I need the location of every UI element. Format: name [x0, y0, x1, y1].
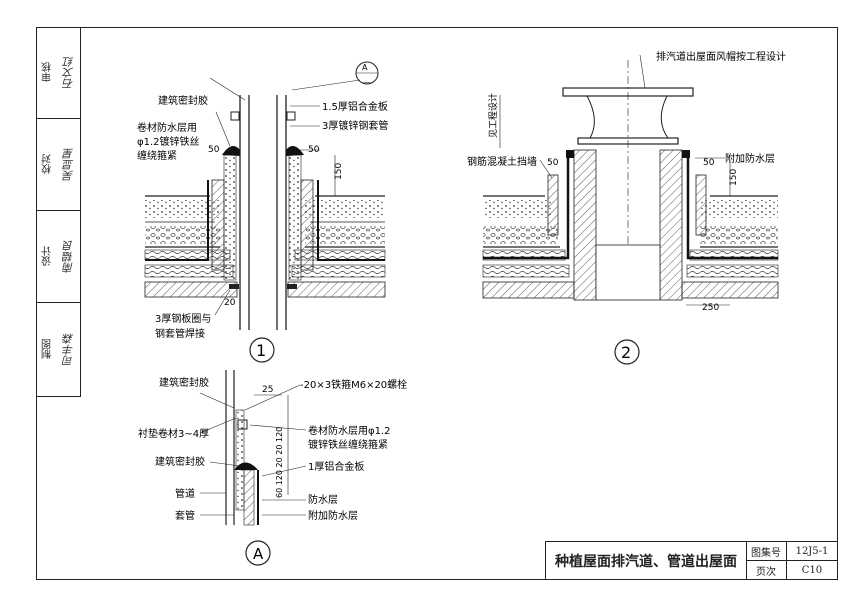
detail-1-number: 1	[256, 341, 266, 360]
atlas-label: 图集号	[746, 542, 787, 561]
title-block: 种植屋面排汽道、管道出屋面 图集号 12J5-1 页次 C10	[545, 541, 838, 580]
detail-2-drawing	[482, 54, 779, 365]
labelA-membrane: 卷材防水层用φ1.2	[308, 424, 391, 437]
labelA-sealant-top: 建筑密封胶	[159, 376, 209, 389]
dim2-50a: 50	[547, 158, 559, 168]
label-wall: 钢筋混凝土挡墙	[467, 155, 537, 168]
labelA-wire: 镀锌铁丝缠绕箍紧	[308, 438, 388, 451]
labelA-waterproof: 防水层	[308, 493, 338, 506]
dimA-stack: 60 120 20 20 120	[275, 427, 284, 498]
sidebar-row-draw: 制图 司丰森	[36, 303, 80, 397]
page-label: 页次	[746, 561, 787, 579]
labelA-sleeve: 套管	[175, 509, 195, 522]
detail-2-number: 2	[621, 343, 631, 362]
dim2-150: 150	[729, 169, 739, 186]
detail-a-drawing	[199, 370, 307, 566]
sidebar-row-design: 设计 南韫良	[36, 211, 80, 303]
labelA-aluminum: 1厚铝合金板	[308, 460, 364, 473]
approval-sidebar: 审核 石文红 校对 吴显星 设计 南韫良 制图 司丰森	[36, 27, 80, 397]
labelA-sealant: 建筑密封胶	[155, 455, 205, 468]
page-value: C10	[801, 564, 823, 576]
label-aluminum: 1.5厚铝合金板	[322, 100, 388, 113]
dim-50b: 50	[308, 145, 320, 155]
dim2-250: 250	[702, 303, 719, 313]
detail-1-drawing	[144, 61, 386, 363]
dim-20: 20	[224, 298, 236, 308]
dimA-25: 25	[262, 385, 273, 395]
label-hood: 排汽道出屋面风帽按工程设计	[656, 50, 786, 63]
label-wire: φ1.2镀锌铁丝	[137, 135, 200, 148]
label-sleeve: 3厚镀锌钢套管	[322, 119, 388, 132]
labelA-liner: 衬垫卷材3~4厚	[138, 427, 209, 440]
sidebar-row-check: 校对 吴显星	[36, 119, 80, 211]
drawing-frame	[36, 27, 838, 580]
dim2-50b: 50	[703, 158, 715, 168]
label-ring: 3厚钢板圈与	[155, 312, 211, 325]
label-sealant: 建筑密封胶	[158, 94, 208, 107]
sidebar-divider	[80, 27, 81, 397]
label-proj: 见工程设计	[487, 93, 499, 138]
sheet-title: 种植屋面排汽道、管道出屋面	[546, 542, 747, 579]
labelA-pipe: 管道	[175, 487, 195, 500]
label-membrane: 卷材防水层用	[137, 121, 197, 134]
label-tie: 缠绕箍紧	[137, 149, 177, 162]
detail-1-ref-marker: A	[362, 63, 368, 72]
labelA-extra: 附加防水层	[308, 509, 358, 522]
sidebar-row-review: 审核 石文红	[36, 27, 80, 119]
detail-a-number: A	[253, 545, 264, 563]
dim-50a: 50	[208, 145, 220, 155]
labelA-hoop: -20×3铁箍M6×20螺栓	[300, 378, 407, 391]
dim-150: 150	[334, 163, 344, 180]
label-weld: 钢套管焊接	[155, 327, 205, 340]
svg-text:—: —	[363, 78, 371, 87]
label-extra: 附加防水层	[725, 152, 775, 165]
atlas-value: 12J5-1	[786, 542, 838, 561]
